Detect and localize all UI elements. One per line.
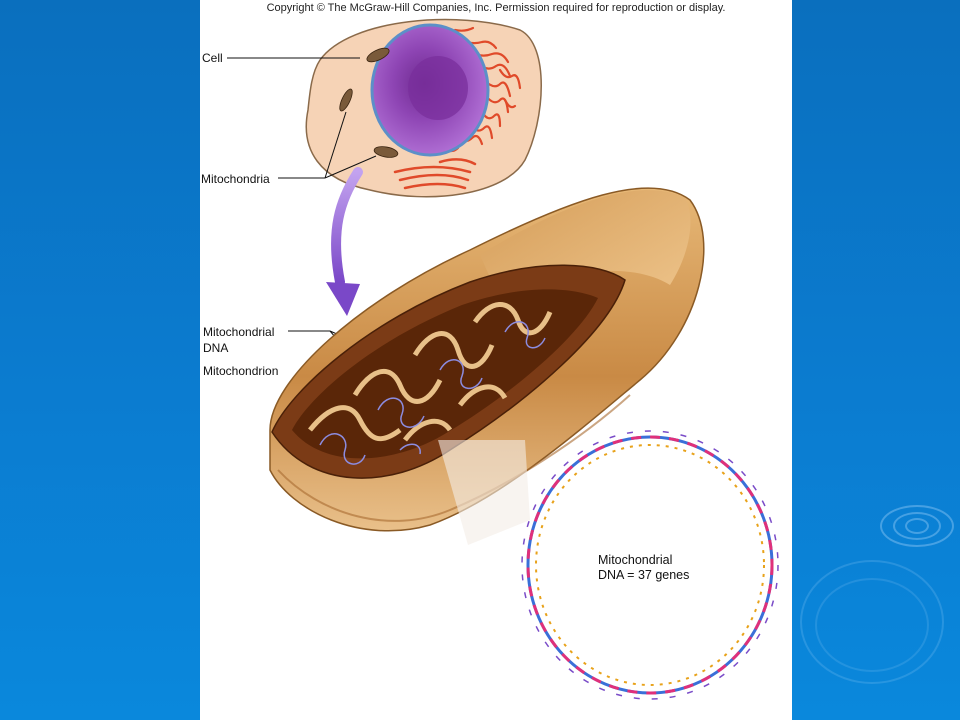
dna-circle-label: Mitochondrial DNA = 37 genes [598,553,689,583]
label-mitochondrial-dna-line2: DNA [203,341,229,355]
ripple-decoration [800,560,944,684]
cell-drawing [305,18,542,198]
ripple-decoration [893,512,941,540]
mitochondrial-dna-circle [521,430,779,700]
mitochondrion-body [269,187,705,532]
label-mitochondrial-dna-line1: Mitochondrial [203,325,275,339]
figure-panel: Copyright © The McGraw-Hill Companies, I… [200,0,792,720]
dna-circle-label-line2: DNA = 37 genes [598,568,690,582]
copyright-notice: Copyright © The McGraw-Hill Companies, I… [266,2,726,14]
label-mitochondria: Mitochondria [201,172,270,186]
mitochondrion-illustration [227,18,779,700]
label-mitochondrion: Mitochondrion [203,364,279,378]
dna-circle-label-line1: Mitochondrial [598,553,673,567]
ripple-decoration [880,505,954,547]
ripple-decoration [905,518,929,534]
ripple-decoration [815,578,929,672]
label-cell: Cell [202,51,223,65]
